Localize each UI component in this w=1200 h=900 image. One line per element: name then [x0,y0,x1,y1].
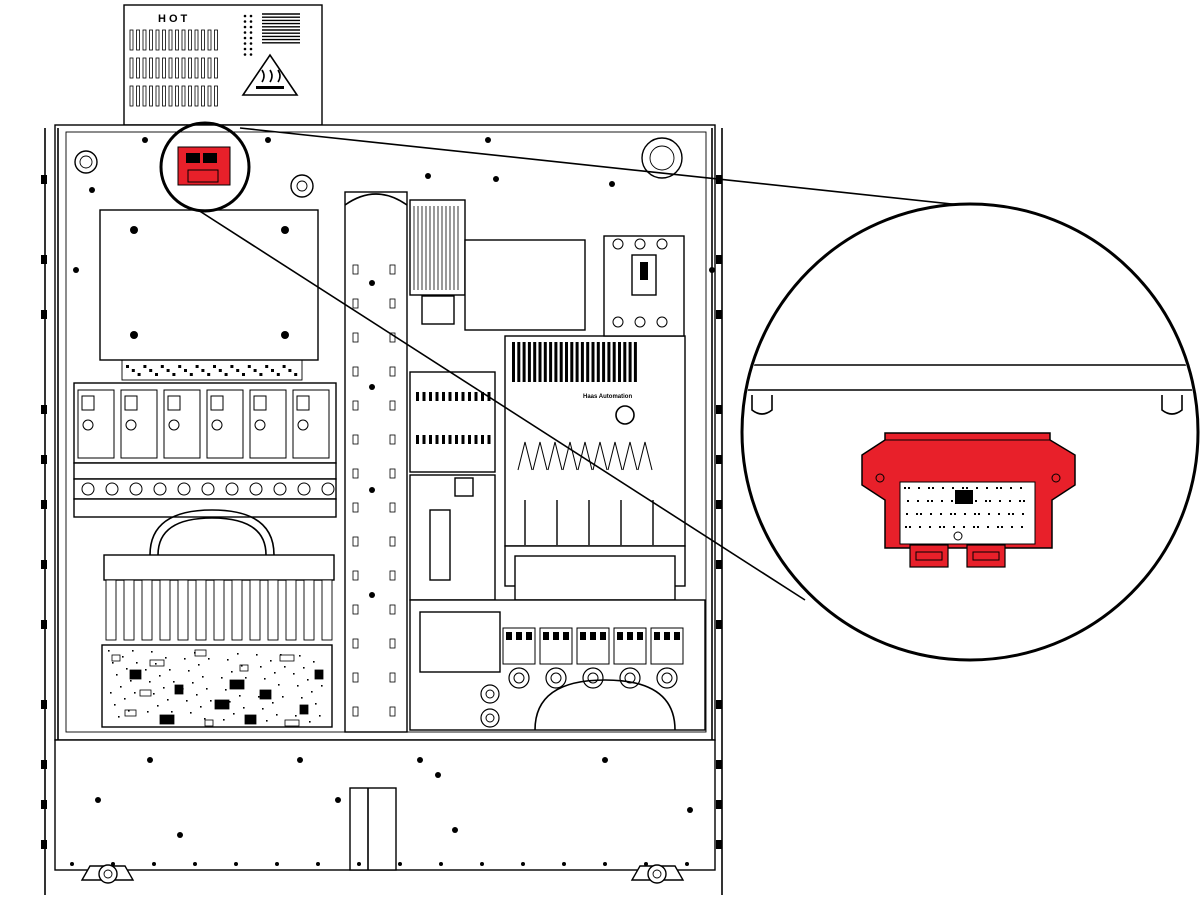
grommet-right [641,137,683,179]
spindle-drive: Haas Automation [504,335,686,601]
transformer [103,509,335,641]
contactor-terminals [612,238,668,328]
panel-bolts [73,137,715,273]
small-highlight-part [177,146,231,186]
drive-brand-label: Haas Automation [583,394,632,400]
hot-warning-plate: HOT [123,4,323,126]
psu-vents [413,206,459,290]
callout-leader-lines [197,127,981,601]
din-rail-vertical [344,191,408,733]
relay-module [409,371,496,601]
callout-small-circle [159,121,251,213]
power-supply [409,199,586,331]
hot-warning-label: HOT [158,13,190,25]
grommet-center [290,174,314,198]
heat-warning-icon [241,53,299,96]
relay-pins [416,392,491,444]
drive-fins [512,342,653,471]
cable-glands [480,667,678,728]
leveling-foot-right [630,864,685,884]
cover-plate [99,209,319,381]
pcb-components [108,649,324,727]
heat-fins [105,579,333,641]
terminal-blocks [409,599,706,731]
haas-logo-icon [615,405,635,425]
terminal-row [81,482,335,496]
cabinet: Haas Automation [41,124,723,895]
pcb-strip [126,365,298,376]
leveling-foot-left [80,864,135,884]
enlarged-highlight-part [861,432,1076,568]
enlarged-pcb-components [904,487,1025,528]
terminal-block-units [502,627,684,665]
contactor-row [73,382,337,518]
drive-heatsink [524,500,654,545]
contactors [77,389,330,459]
cabinet-base [54,739,716,884]
rail-slots [352,264,396,717]
base-bolts [70,757,693,866]
side-studs [41,175,722,849]
vent-slots [129,29,218,107]
callout-magnified-view [740,202,1200,662]
control-board [101,644,333,728]
main-contactor [603,235,685,337]
hot-plate-grille [243,13,300,56]
grommet-left [74,150,98,174]
